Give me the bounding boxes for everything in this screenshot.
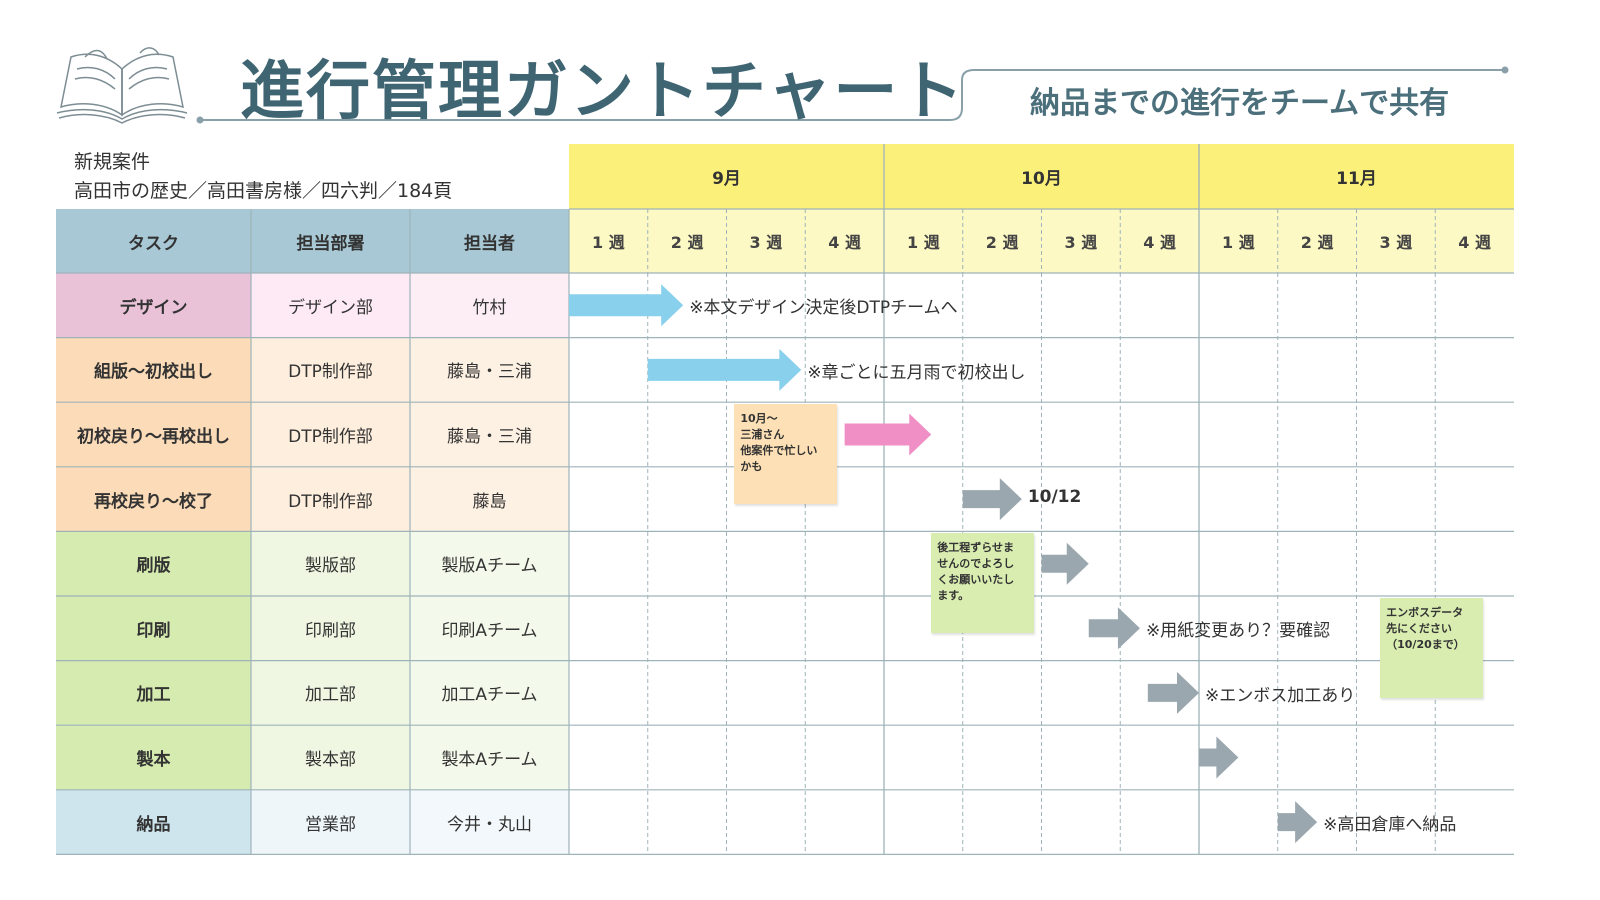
gantt-bar-arrow bbox=[962, 478, 1022, 521]
column-header-department: 担当部署 bbox=[251, 209, 410, 273]
task-department: DTP制作部 bbox=[251, 402, 410, 467]
task-department: デザイン部 bbox=[251, 273, 410, 338]
task-name: 製本 bbox=[56, 725, 251, 790]
week-header: 4 週 bbox=[805, 209, 884, 273]
task-department: 製本部 bbox=[251, 725, 410, 790]
bar-annotation: 10/12 bbox=[1027, 487, 1082, 508]
gantt-bar-arrow bbox=[844, 413, 932, 456]
gantt-bar-arrow bbox=[1147, 671, 1199, 714]
week-header: 1 週 bbox=[1199, 209, 1278, 273]
week-header: 1 週 bbox=[884, 209, 963, 273]
task-name: 組版～初校出し bbox=[56, 337, 251, 403]
task-person: 藤島・三浦 bbox=[410, 402, 569, 467]
sticky-note: 10月～ 三浦さん 他案件で忙しい かも bbox=[734, 404, 838, 505]
task-name: 加工 bbox=[56, 660, 251, 726]
header-rule bbox=[196, 66, 1509, 124]
gantt-bar-arrow bbox=[647, 348, 802, 391]
bar-annotation: ※用紙変更あり？要確認 bbox=[1145, 621, 1331, 642]
month-header: 10月 bbox=[884, 144, 1199, 209]
task-name: 刷版 bbox=[56, 531, 251, 596]
task-department: DTP制作部 bbox=[251, 466, 410, 532]
column-header-person: 担当者 bbox=[410, 209, 569, 273]
week-header: 2 週 bbox=[1277, 209, 1357, 273]
task-department: DTP制作部 bbox=[251, 337, 410, 403]
task-name: 初校戻り～再校出し bbox=[56, 402, 251, 467]
task-name: 納品 bbox=[56, 789, 251, 855]
week-header: 3 週 bbox=[1356, 209, 1436, 273]
task-person: 加工Aチーム bbox=[410, 660, 569, 726]
bar-annotation: ※章ごとに五月雨で初校出し bbox=[807, 362, 1026, 383]
task-name: 印刷 bbox=[56, 596, 251, 661]
gantt-bar-arrow bbox=[1088, 607, 1140, 650]
gantt-bar-arrow bbox=[1041, 542, 1089, 585]
column-header-task: タスク bbox=[56, 209, 251, 273]
task-person: 藤島 bbox=[410, 466, 569, 532]
task-person: 竹村 bbox=[410, 273, 569, 338]
sticky-note: 後工程ずらせま せんのでよろし くお願いいたし ます。 bbox=[931, 533, 1035, 634]
task-name: 再校戻り～校了 bbox=[56, 466, 251, 532]
month-header: 11月 bbox=[1199, 144, 1514, 209]
page-title: 進行管理ガントチャート bbox=[240, 55, 966, 129]
week-header: 4 週 bbox=[1435, 209, 1514, 273]
page-subtitle: 納品までの進行をチームで共有 bbox=[1030, 86, 1450, 121]
task-person: 今井・丸山 bbox=[410, 789, 569, 855]
task-name: デザイン bbox=[56, 273, 251, 338]
task-person: 製版Aチーム bbox=[410, 531, 569, 596]
week-header: 2 週 bbox=[962, 209, 1042, 273]
month-header: 9月 bbox=[569, 144, 884, 209]
project-detail: 高田市の歴史／高田書房様／四六判／184頁 bbox=[74, 180, 453, 202]
task-department: 加工部 bbox=[251, 660, 410, 726]
project-info: 新規案件 高田市の歴史／高田書房様／四六判／184頁 bbox=[74, 148, 452, 206]
gantt-bar-arrow bbox=[569, 284, 684, 327]
task-person: 印刷Aチーム bbox=[410, 596, 569, 661]
bar-annotation: ※エンボス加工あり bbox=[1205, 685, 1356, 706]
bar-annotation: ※高田倉庫へ納品 bbox=[1323, 815, 1457, 836]
task-department: 製版部 bbox=[251, 531, 410, 596]
week-header: 2 週 bbox=[647, 209, 727, 273]
task-department: 営業部 bbox=[251, 789, 410, 855]
week-header: 3 週 bbox=[726, 209, 806, 273]
gantt-bar-arrow bbox=[1277, 801, 1318, 844]
task-person: 製本Aチーム bbox=[410, 725, 569, 790]
week-header: 1 週 bbox=[569, 209, 648, 273]
week-header: 3 週 bbox=[1041, 209, 1121, 273]
task-department: 印刷部 bbox=[251, 596, 410, 661]
project-type: 新規案件 bbox=[74, 151, 151, 173]
book-icon bbox=[56, 47, 188, 124]
task-person: 藤島・三浦 bbox=[410, 337, 569, 403]
sticky-note: エンボスデータ 先にください （10/20まで） bbox=[1380, 598, 1484, 698]
bar-annotation: ※本文デザイン決定後DTPチームへ bbox=[689, 298, 958, 319]
week-header: 4 週 bbox=[1120, 209, 1199, 273]
gantt-bar-arrow bbox=[1199, 736, 1239, 779]
